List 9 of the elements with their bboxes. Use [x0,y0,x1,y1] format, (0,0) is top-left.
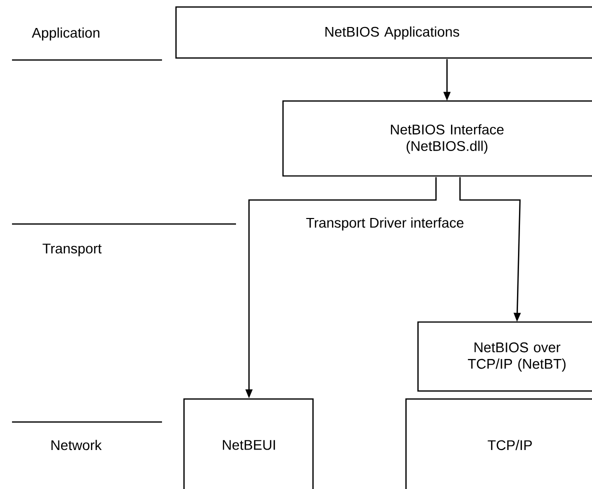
layer-box: NetBEUI [183,398,314,489]
layer-box: NetBIOS over TCP/IP (NetBT) [417,321,592,392]
layer-box: NetBIOS Applications [175,6,592,59]
layer-box: TCP/IP [405,398,592,489]
interface-label: Transport Driver interface [306,217,464,231]
layer-box: NetBIOS Interface (NetBIOS.dll) [282,100,592,177]
layer-label: Application [32,27,100,41]
layer-label: Network [51,440,102,450]
layer-label: Transport [42,244,102,256]
